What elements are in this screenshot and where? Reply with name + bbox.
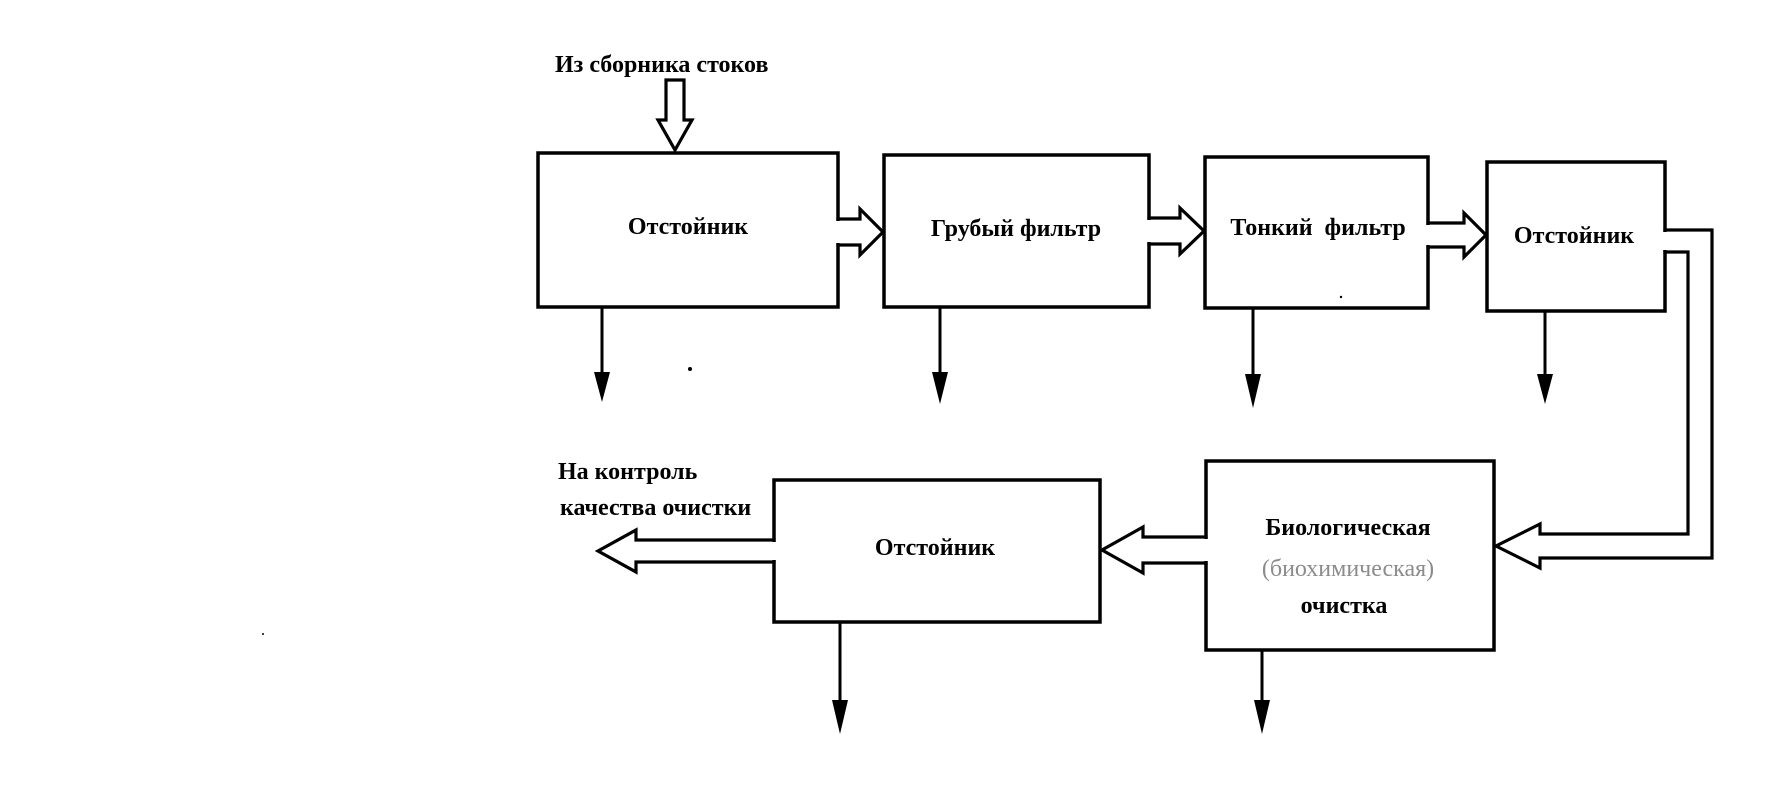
discharge-arrow-settler-1 — [594, 307, 610, 402]
discharge-arrow-coarse-filter — [932, 307, 948, 404]
flow-arrow-output — [594, 527, 777, 575]
scan-speck — [262, 633, 264, 635]
flow-arrow-fine-to-settler2 — [1422, 209, 1489, 261]
input-inflow-arrow — [655, 78, 695, 154]
output-label-line-1: На контроль — [558, 459, 698, 485]
flow-pipe-settler2-to-bio — [1492, 228, 1714, 571]
bio-label-line-2: (биохимическая) — [1262, 556, 1434, 582]
input-label: Из сборника стоков — [555, 52, 768, 78]
output-label-line-2: качества очистки — [560, 495, 751, 521]
flow-arrow-settler1-to-coarse — [832, 205, 886, 259]
discharge-arrow-bio — [1254, 650, 1270, 734]
scan-speck — [1339, 295, 1343, 299]
scan-speck — [688, 367, 692, 371]
flow-arrow-bio-to-settler3 — [1098, 524, 1209, 576]
fine-filter-label: Тонкий фильтр — [1230, 215, 1405, 241]
coarse-filter-label: Грубый фильтр — [931, 216, 1101, 242]
settler-2-label: Отстойник — [1514, 223, 1634, 249]
discharge-arrow-settler-3 — [832, 622, 848, 734]
discharge-arrow-settler-2 — [1537, 311, 1553, 404]
bio-label-line-1: Биологическая — [1265, 515, 1430, 541]
discharge-arrow-fine-filter — [1245, 308, 1261, 408]
bio-label-line-3: очистка — [1301, 593, 1388, 619]
settler-3-label: Отстойник — [875, 535, 995, 561]
flow-arrow-coarse-to-fine — [1143, 204, 1207, 258]
settler-1-label: Отстойник — [628, 214, 748, 240]
